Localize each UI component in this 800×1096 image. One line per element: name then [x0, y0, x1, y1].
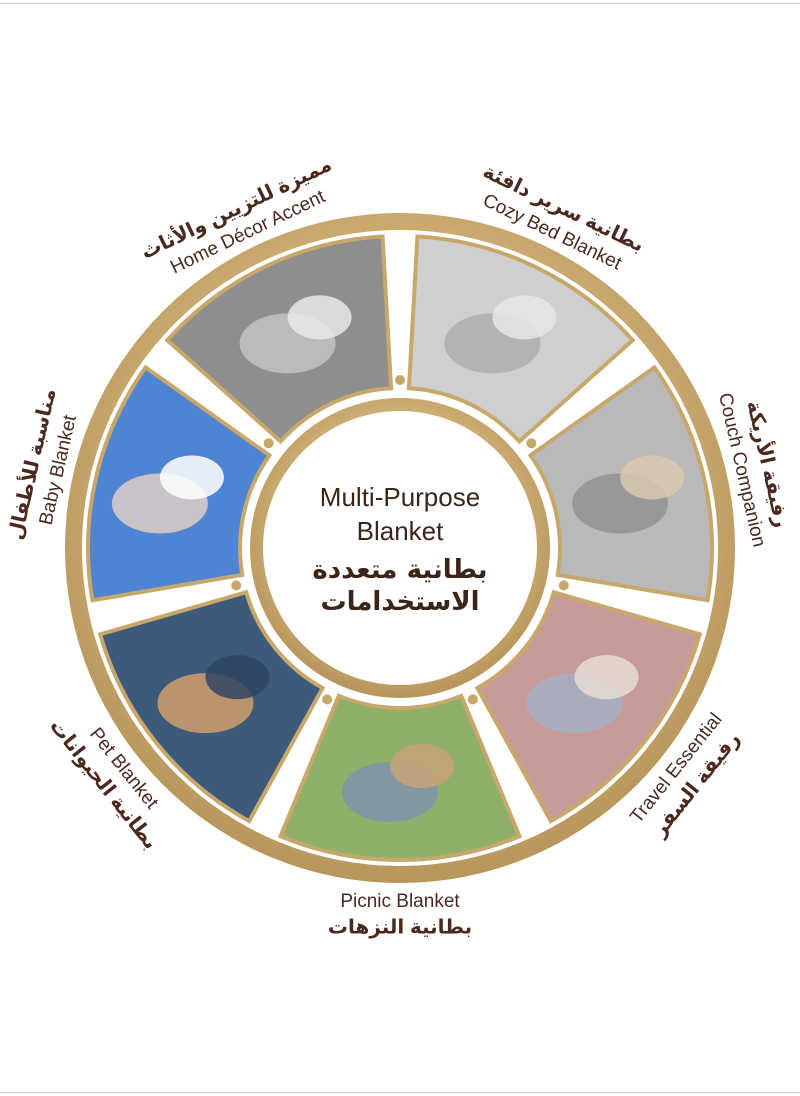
center-title-line1: Multi-Purpose: [320, 482, 480, 512]
segment-photo-highlight: [390, 744, 454, 788]
divider-dot: [231, 580, 242, 591]
divider-dot: [322, 694, 333, 705]
center-hub: [263, 411, 537, 685]
segment-couch: [526, 364, 714, 603]
center-arabic-line1: بطانية متعددة: [312, 555, 487, 585]
segment-photo-highlight: [159, 455, 224, 500]
label-arabic-picnic: بطانية النزهات: [328, 916, 472, 938]
segment-pet: [97, 589, 333, 824]
divider-dot: [467, 694, 478, 705]
segment-picnic: [277, 693, 523, 862]
bottom-divider: [0, 1092, 800, 1093]
segment-baby: [86, 364, 273, 603]
segment-travel: [474, 580, 703, 824]
divider-dot: [526, 438, 537, 449]
segment-photo-highlight: [492, 295, 557, 340]
segment-photo-highlight: [287, 295, 352, 340]
divider-dot: [395, 375, 405, 385]
segment-photo-highlight: [205, 655, 270, 700]
center-title-line2: Blanket: [357, 516, 444, 546]
center-arabic-line2: الاستخدامات: [320, 587, 479, 617]
segment-cozy-bed: [395, 234, 636, 445]
segment-home-decor: [164, 234, 394, 449]
segment-photo-highlight: [620, 455, 685, 500]
label-english-picnic: Picnic Blanket: [340, 891, 460, 912]
divider-dot: [558, 580, 569, 591]
divider-dot: [263, 438, 274, 449]
segment-photo-highlight: [574, 655, 639, 700]
top-divider: [0, 3, 800, 4]
